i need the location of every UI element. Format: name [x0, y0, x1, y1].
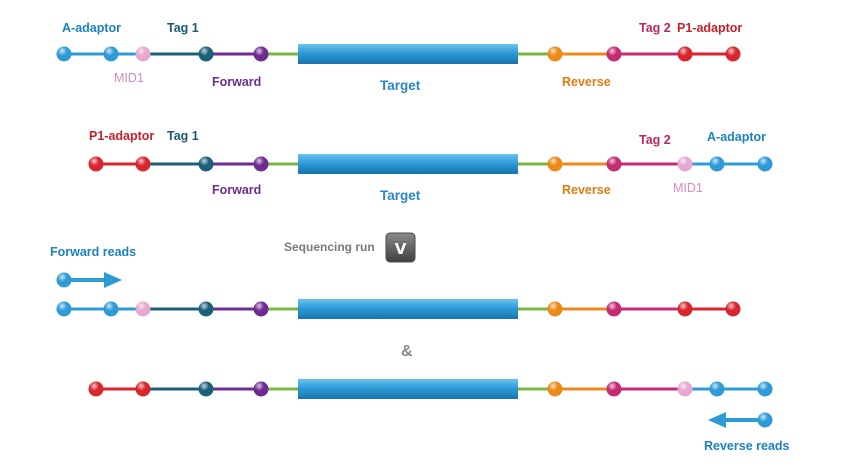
label-target: Target: [380, 188, 421, 203]
construct-row-1: A-adaptor Tag 1 MID1 Forward Target Reve…: [56, 21, 742, 93]
target-bar: [298, 44, 518, 64]
label-reverse-reads: Reverse reads: [704, 439, 790, 453]
chevron-down-icon: V: [395, 240, 407, 258]
construct-row-4: [88, 379, 773, 399]
label-a-adaptor: A-adaptor: [707, 130, 766, 144]
target-bar: [298, 299, 518, 319]
label-reverse: Reverse: [562, 183, 611, 197]
target-bar: [298, 154, 518, 174]
sequencing-run-button[interactable]: V: [385, 232, 416, 263]
label-tag2: Tag 2: [639, 133, 671, 147]
label-a-adaptor: A-adaptor: [62, 21, 121, 35]
forward-reads: Forward reads: [50, 245, 136, 288]
construct-row-3: [56, 299, 741, 319]
label-tag1: Tag 1: [167, 129, 199, 143]
reverse-reads: Reverse reads: [704, 412, 790, 453]
label-mid1: MID1: [114, 71, 144, 85]
label-p1-adaptor: P1-adaptor: [677, 21, 742, 35]
label-p1-adaptor: P1-adaptor: [89, 129, 154, 143]
construct-row-2: P1-adaptor Tag 1 Forward Target Reverse …: [88, 129, 773, 203]
label-forward-reads: Forward reads: [50, 245, 136, 259]
label-target: Target: [380, 78, 421, 93]
label-forward: Forward: [212, 183, 261, 197]
label-mid1: MID1: [673, 181, 703, 195]
label-tag1: Tag 1: [167, 21, 199, 35]
forward-reads-arrow-head: [104, 272, 122, 288]
ampersand-label: &: [401, 343, 413, 360]
label-forward: Forward: [212, 75, 261, 89]
target-bar: [298, 379, 518, 399]
label-tag2: Tag 2: [639, 21, 671, 35]
sequencing-run-label: Sequencing run: [284, 240, 375, 254]
sequencing-run: Sequencing run V: [284, 232, 416, 263]
label-reverse: Reverse: [562, 75, 611, 89]
reverse-reads-arrow-head: [708, 412, 726, 428]
